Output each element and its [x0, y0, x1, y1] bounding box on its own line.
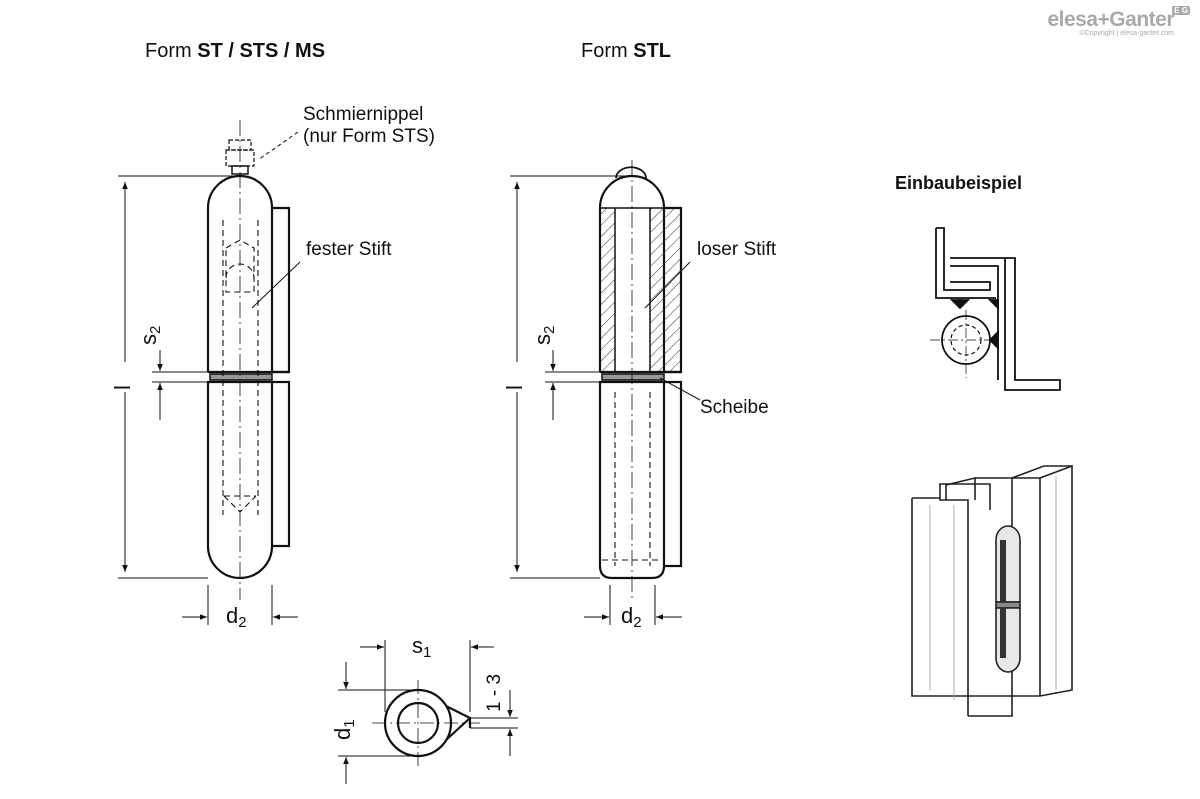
section-view: [338, 640, 518, 784]
callout-lube-line2: (nur Form STS): [303, 126, 435, 147]
install-3d-drawing: [911, 464, 1073, 717]
dim-s1: s1: [412, 633, 431, 661]
dim-d1-sub: 1: [341, 719, 358, 728]
install-section-drawing: [930, 227, 1061, 391]
dim-d2-middle-base: d: [621, 603, 634, 628]
dim-d2-left: d2: [226, 603, 247, 631]
dim-d2-left-base: d: [226, 603, 239, 628]
dim-d1: d1: [330, 719, 358, 740]
brand-badge: E G: [1172, 6, 1190, 15]
hinge-st: [206, 120, 291, 600]
dim-s2-middle-base: s: [530, 334, 555, 345]
brand-name: elesa+Ganter: [1047, 8, 1174, 31]
dim-d2-left-sub: 2: [238, 614, 247, 631]
brand-logo: elesa+Ganter ©Copyright | elesa-ganter.c…: [1047, 6, 1190, 37]
brand-copyright: ©Copyright | elesa-ganter.com: [1079, 30, 1174, 37]
dim-s2-middle-sub: 2: [541, 325, 558, 334]
hinge-stl: [598, 160, 683, 600]
dim-s2-left-base: s: [136, 334, 161, 345]
dim-range: 1 - 3: [484, 673, 505, 712]
callout-loose-pin: loser Stift: [697, 239, 777, 260]
dim-length-middle: l: [502, 385, 527, 390]
dim-s2-middle: s2: [530, 326, 558, 345]
dim-s1-sub: 1: [423, 644, 432, 661]
title-form-st-bold: ST / STS / MS: [197, 40, 326, 62]
dim-s1-base: s: [412, 633, 423, 658]
title-form-stl: Form STL: [581, 40, 671, 63]
dim-d2-middle-sub: 2: [633, 614, 642, 631]
callout-lube-line1: Schmiernippel: [303, 104, 424, 125]
dim-s2-left: s2: [136, 326, 164, 345]
title-form-stl-prefix: Form: [581, 40, 628, 62]
install-example-heading: Einbaubeispiel: [895, 173, 1023, 193]
dim-lines-middle: [510, 175, 701, 625]
callout-fixed-pin: fester Stift: [306, 239, 392, 260]
callout-lube-nipple: Schmiernippel (nur Form STS): [303, 104, 435, 148]
dim-lines-left: [118, 131, 301, 625]
dim-length-left: l: [110, 385, 135, 390]
title-form-st: Form ST / STS / MS: [145, 40, 325, 63]
callout-washer: Scheibe: [700, 397, 769, 418]
title-form-stl-bold: STL: [633, 40, 672, 62]
dim-s2-left-sub: 2: [147, 325, 164, 334]
dim-d2-middle: d2: [621, 603, 642, 631]
dim-d1-base: d: [330, 727, 355, 740]
title-form-st-prefix: Form: [145, 40, 192, 62]
